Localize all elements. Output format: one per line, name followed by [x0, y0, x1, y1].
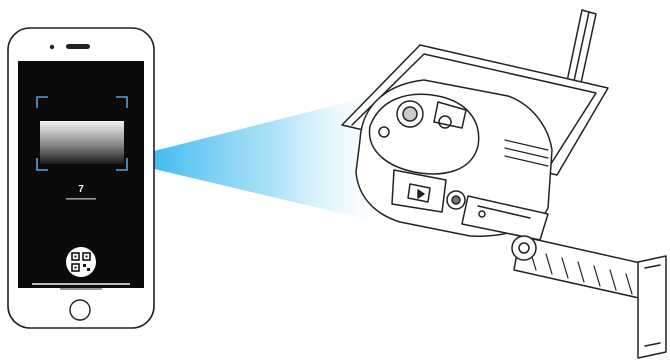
- smartphone-icon: 7: [8, 28, 154, 328]
- scan-step-number: 7: [78, 184, 84, 195]
- security-camera-icon: [342, 10, 666, 358]
- home-button[interactable]: [70, 300, 90, 320]
- qr-code-icon[interactable]: [66, 247, 96, 277]
- scan-preview: [40, 121, 124, 164]
- scan-light-beam: [150, 96, 378, 222]
